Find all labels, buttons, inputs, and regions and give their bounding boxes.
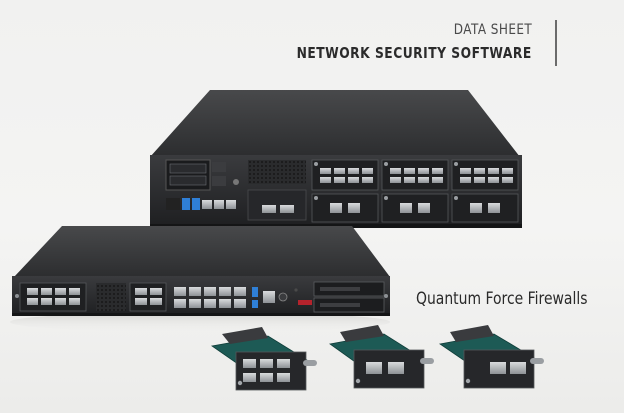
expansion-module-1 <box>210 327 317 391</box>
large-appliance <box>150 90 522 228</box>
doc-title: NETWORK SECURITY SOFTWARE <box>296 44 532 62</box>
small-appliance-top <box>14 226 390 277</box>
small-appliance <box>10 226 390 332</box>
product-name: Quantum Force Firewalls <box>416 289 588 309</box>
header-divider <box>555 20 557 66</box>
expansion-module-2 <box>329 325 434 389</box>
doc-type-label: DATA SHEET <box>453 22 532 38</box>
large-appliance-top <box>150 90 520 157</box>
expansion-module-3 <box>438 325 544 389</box>
